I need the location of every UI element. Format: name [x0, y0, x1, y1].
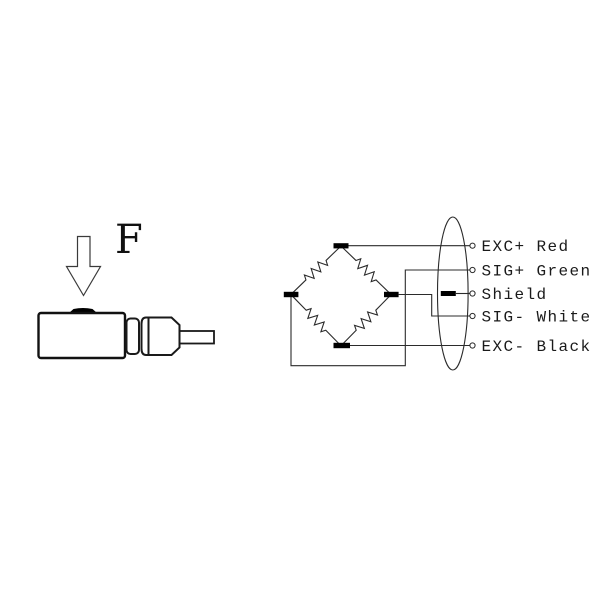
resistor-top-left	[287, 241, 345, 299]
force-label: F	[115, 217, 143, 263]
connector-nut	[140, 316, 181, 356]
force-arrow	[65, 235, 102, 297]
terminal-sig-minus	[469, 312, 476, 320]
terminal-exc-plus	[469, 242, 476, 249]
wire-sig-plus	[290, 269, 470, 367]
label-sig-minus: SIG- White	[482, 309, 592, 327]
bridge-node-left	[283, 291, 299, 298]
shield-wire-mark	[440, 291, 456, 296]
label-exc-minus: EXC- Black	[482, 338, 592, 356]
wire-sig-minus	[398, 293, 470, 317]
label-shield: Shield	[482, 286, 548, 304]
terminals	[469, 242, 476, 349]
cable-stub	[178, 330, 215, 345]
bridge-node-right	[384, 291, 399, 298]
resistor-bottom-left	[287, 291, 345, 349]
connector-collar	[125, 317, 140, 355]
terminal-shield	[469, 290, 476, 297]
bridge-node-bottom	[333, 342, 350, 349]
label-sig-plus: SIG+ Green	[482, 263, 592, 281]
down-arrow-icon	[65, 235, 102, 297]
load-button	[69, 308, 97, 313]
resistor-top-right	[337, 241, 395, 299]
bridge-node-top	[333, 243, 349, 249]
load-cell	[37, 308, 215, 360]
wire-labels: EXC+ Red SIG+ Green Shield SIG- White EX…	[482, 238, 592, 356]
wiring	[290, 245, 470, 367]
wheatstone-bridge	[283, 241, 399, 349]
resistor-bottom-right	[337, 291, 395, 349]
load-cell-body	[37, 311, 127, 360]
terminal-exc-minus	[469, 342, 476, 349]
terminal-sig-plus	[469, 266, 476, 274]
label-exc-plus: EXC+ Red	[482, 238, 570, 256]
